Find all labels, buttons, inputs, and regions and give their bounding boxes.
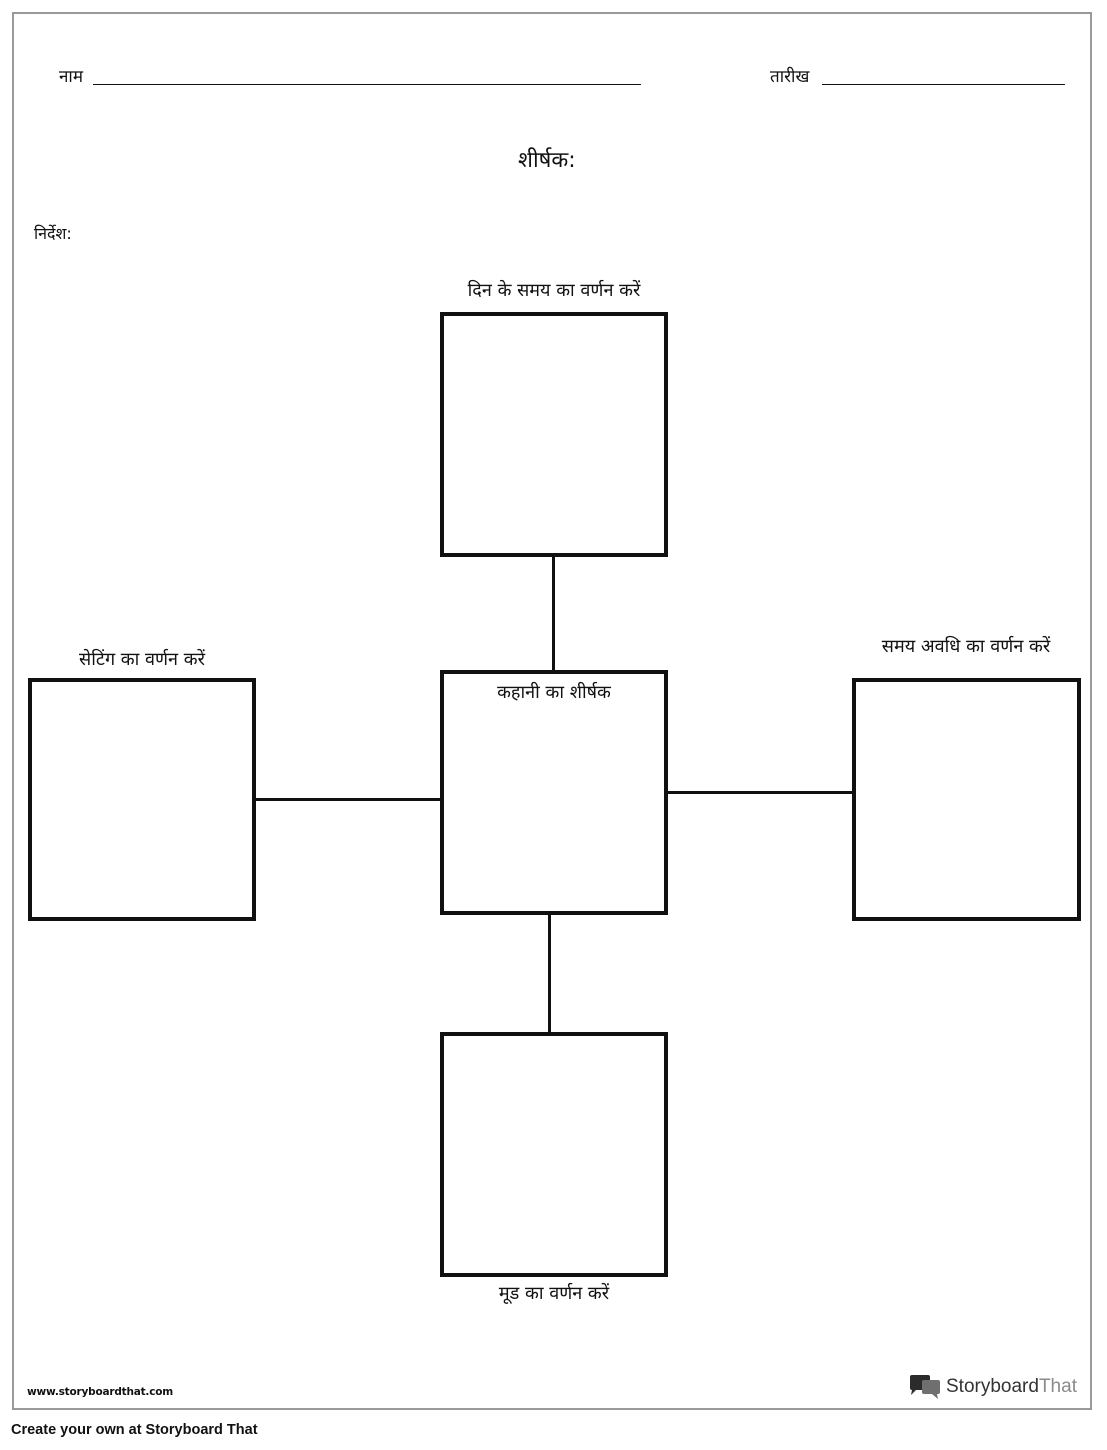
setting-box[interactable] [28,678,256,921]
connector-bottom [548,914,551,1033]
storyboardthat-logo[interactable]: StoryboardThat [908,1373,1077,1401]
time-of-day-box[interactable] [440,312,668,557]
connector-left [255,798,442,801]
speech-bubbles-icon [908,1374,942,1400]
top-box-label: दिन के समय का वर्णन करें [467,280,641,301]
logo-text-light: That [1038,1376,1077,1397]
create-your-own-link[interactable]: Create your own at Storyboard That [11,1422,258,1438]
name-line[interactable] [93,84,641,85]
date-line[interactable] [822,84,1065,85]
logo-text-bold: Storyboard [946,1376,1039,1397]
connector-top [552,556,555,672]
mood-box[interactable] [440,1032,668,1277]
time-period-box[interactable] [852,678,1081,921]
bottom-box-label: मूड का वर्णन करें [498,1283,610,1304]
title-label: शीर्षक: [518,148,576,173]
center-box-label: कहानी का शीर्षक [497,682,611,703]
footer-url[interactable]: www.storyboardthat.com [27,1386,173,1398]
directions-label: निर्देश: [34,224,72,243]
left-box-label: सेटिंग का वर्णन करें [79,649,205,670]
name-label: नाम [59,67,84,87]
connector-right [667,791,854,794]
right-box-label: समय अवधि का वर्णन करें [881,636,1051,657]
story-title-box[interactable] [440,670,668,915]
date-label: तारीख [770,67,810,87]
